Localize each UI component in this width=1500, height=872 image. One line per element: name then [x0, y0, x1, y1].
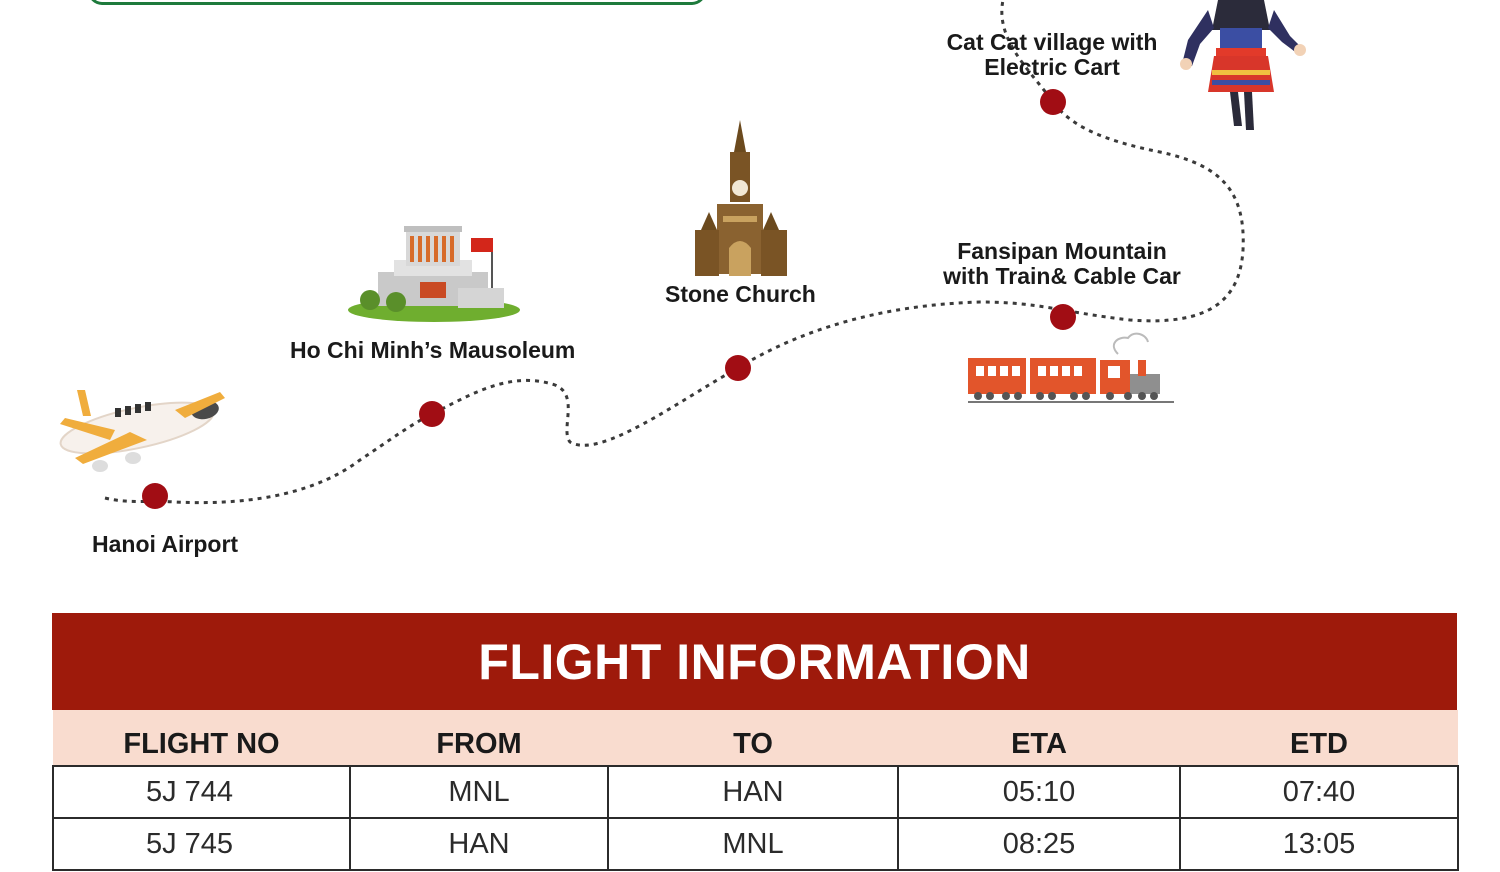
column-header-etd: ETD — [1180, 710, 1458, 767]
cell-eta: 08:25 — [897, 817, 1181, 871]
flight-table: FLIGHT NO FROM TO ETA ETD 5J 744 MNL HAN… — [52, 710, 1459, 871]
stop-dot-hanoi-airport — [142, 483, 168, 509]
stop-label-hanoi-airport: Hanoi Airport — [92, 532, 238, 557]
flight-information-section: FLIGHT INFORMATION FLIGHT NO FROM TO ETA… — [52, 613, 1459, 871]
column-header-from: FROM — [350, 710, 608, 767]
cell-from: HAN — [349, 817, 609, 871]
hmong-woman-icon — [1180, 0, 1306, 130]
airplane-icon — [59, 390, 225, 472]
stop-label-line-2: Electric Cart — [984, 54, 1120, 80]
flight-information-header: FLIGHT INFORMATION — [52, 613, 1457, 710]
cell-from: MNL — [349, 765, 609, 819]
flight-information-title: FLIGHT INFORMATION — [478, 633, 1031, 690]
route-map — [59, 0, 1306, 509]
stop-label-line-2: with Train& Cable Car — [943, 263, 1181, 289]
stop-label-stone-church: Stone Church — [665, 282, 816, 307]
stop-label-text: Stone Church — [665, 281, 816, 307]
column-header-to: TO — [608, 710, 898, 767]
stop-label-line-1: Cat Cat village with — [946, 29, 1158, 55]
stone-church-icon — [695, 120, 787, 276]
table-row: 5J 745 HAN MNL 08:25 13:05 — [52, 817, 1459, 871]
table-header-row: FLIGHT NO FROM TO ETA ETD — [53, 710, 1458, 767]
stop-label-text: Hanoi Airport — [92, 531, 239, 557]
stop-dot-stone-church — [725, 355, 751, 381]
stop-dot-fansipan — [1050, 304, 1076, 330]
stop-dot-cat-cat — [1040, 89, 1066, 115]
stop-label-line-1: Fansipan Mountain — [957, 238, 1167, 264]
stop-label-fansipan: Fansipan Mountain with Train& Cable Car — [936, 239, 1188, 289]
stop-dot-mausoleum — [419, 401, 445, 427]
cell-to: MNL — [607, 817, 899, 871]
cell-etd: 07:40 — [1179, 765, 1459, 819]
column-header-flight-no: FLIGHT NO — [53, 710, 350, 767]
cell-eta: 05:10 — [897, 765, 1181, 819]
cell-flight-no: 5J 744 — [52, 765, 351, 819]
stop-label-cat-cat: Cat Cat village with Electric Cart — [938, 30, 1166, 80]
cell-flight-no: 5J 745 — [52, 817, 351, 871]
route-path — [104, 0, 1245, 505]
column-header-eta: ETA — [898, 710, 1180, 767]
mausoleum-icon — [348, 226, 520, 322]
stop-label-text: Ho Chi Minh’s Mausoleum — [290, 337, 576, 363]
cell-to: HAN — [607, 765, 899, 819]
train-icon — [968, 332, 1174, 403]
table-row: 5J 744 MNL HAN 05:10 07:40 — [52, 765, 1459, 819]
stop-label-mausoleum: Ho Chi Minh’s Mausoleum — [290, 338, 575, 363]
cell-etd: 13:05 — [1179, 817, 1459, 871]
